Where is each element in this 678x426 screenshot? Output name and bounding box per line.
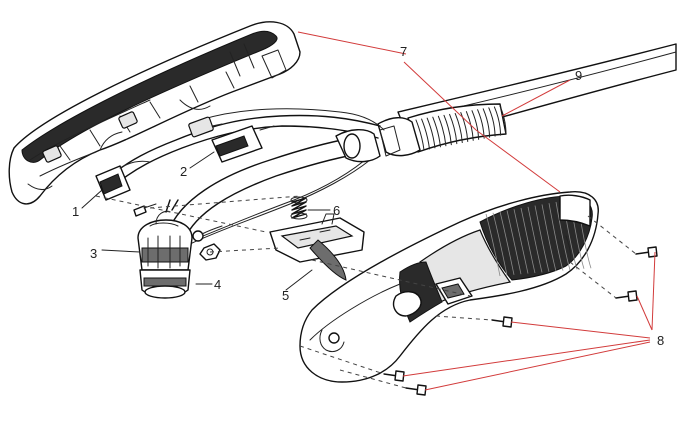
handle-shell-left	[8, 21, 301, 205]
torch-head-4	[139, 269, 191, 299]
sleeve-rib	[449, 113, 458, 145]
grip-texture-line	[485, 213, 501, 277]
sleeve-rib	[482, 108, 491, 138]
sleeve-rib	[421, 118, 430, 150]
trigger-5	[269, 213, 365, 281]
callout-4: 4	[214, 277, 221, 292]
torch-head-3	[137, 199, 193, 271]
sleeve-rib	[499, 105, 507, 135]
grip-texture-line	[506, 210, 522, 275]
grip-texture-line	[513, 209, 529, 274]
leader-lines	[297, 31, 656, 391]
callout-8: 8	[657, 333, 664, 348]
sleeve-rib	[443, 114, 452, 146]
grip-texture-line	[548, 203, 564, 271]
corrugated-sleeve	[377, 103, 507, 157]
sleeve-rib	[471, 110, 480, 140]
assembly-lines	[95, 195, 637, 389]
sleeve-rib	[426, 117, 436, 149]
grip-texture-line	[527, 206, 543, 273]
handle-shell-right	[299, 191, 599, 383]
ring-terminal	[192, 225, 223, 242]
screw-8a	[635, 246, 658, 258]
screw-8c	[491, 316, 513, 328]
sleeve-rib	[432, 116, 441, 148]
callout-1: 1	[72, 204, 79, 219]
sleeve-rib	[460, 112, 469, 142]
sleeve-rib	[488, 107, 496, 137]
callout-9: 9	[575, 68, 582, 83]
callout-2: 2	[180, 164, 187, 179]
spring-6	[290, 196, 308, 220]
grip-texture-line	[534, 205, 550, 272]
grip-texture-line	[541, 204, 557, 272]
screw-8e	[405, 384, 427, 396]
grip-texture-line	[499, 211, 515, 275]
screw-8d	[383, 370, 405, 382]
grip-texture-line	[555, 201, 571, 271]
callout-pointers	[81, 151, 331, 291]
sleeve-rib	[437, 115, 447, 147]
screw-small	[133, 203, 157, 217]
callout-7: 7	[400, 44, 407, 59]
callout-3: 3	[90, 246, 97, 261]
switch-2	[188, 116, 275, 163]
sleeve-rib	[454, 112, 463, 144]
switch-1	[95, 160, 151, 201]
screw-8b	[615, 290, 638, 302]
torch-neck	[167, 125, 401, 241]
sleeve-rib	[415, 119, 425, 151]
sleeve-rib	[493, 106, 502, 136]
callout-6: 6	[333, 203, 340, 218]
grip-texture-line	[492, 212, 508, 276]
callout-5: 5	[282, 288, 289, 303]
grip-texture-line	[520, 207, 536, 274]
screws-8	[383, 246, 658, 396]
